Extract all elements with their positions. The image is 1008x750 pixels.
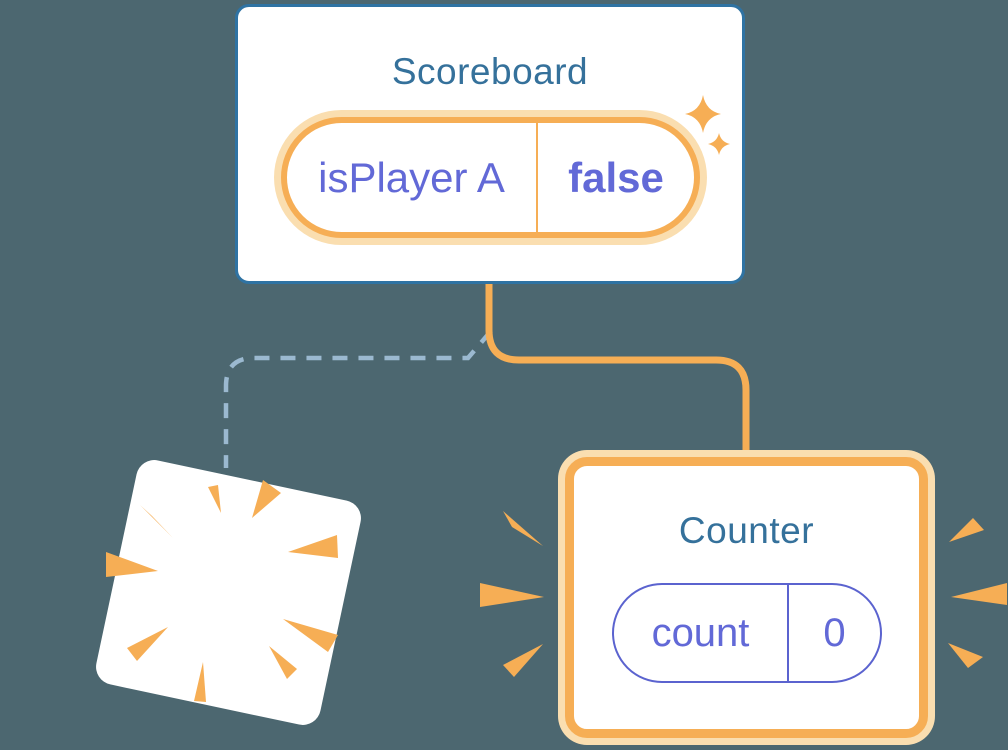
state-value: 0 [787, 585, 880, 681]
state-value: false [536, 123, 694, 232]
scoreboard-state-pill: isPlayer A false [281, 117, 700, 238]
emphasis-marks-left-icon [480, 511, 544, 677]
destroyed-card [92, 456, 365, 729]
counter-state-pill: count 0 [612, 583, 882, 683]
counter-card: Counter count 0 [565, 457, 928, 738]
state-label: count [651, 610, 750, 655]
counter-title: Counter [678, 510, 815, 551]
scoreboard-title: Scoreboard [391, 51, 589, 92]
scoreboard-card: Scoreboard isPlayer A false [235, 4, 745, 284]
state-label: isPlayer A [318, 153, 505, 201]
dashed-connector-line [223, 329, 493, 468]
emphasis-marks-right-icon [948, 518, 1007, 668]
solid-connector-line [485, 283, 750, 452]
